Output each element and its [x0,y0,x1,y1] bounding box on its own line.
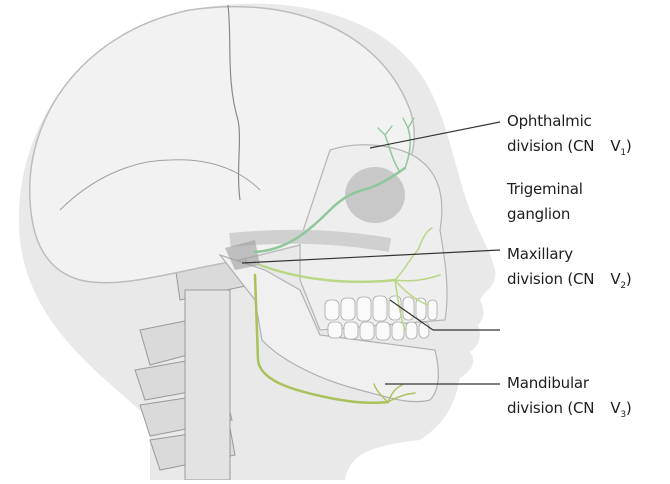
cervical-spine [134,254,251,481]
leader-line-maxillary-diag [389,299,434,331]
squamous-suture [59,159,261,211]
mandibular-nerve [253,273,416,405]
label-trigeminal-ganglion: Trigeminal ganglion [507,180,583,223]
leader-line-ganglion [241,249,501,264]
leader-line-ophthalmic [369,121,501,149]
maxillary-nerve [258,227,441,331]
leader-lines [241,121,501,385]
ophthalmic-nerve [253,117,415,254]
coronal-suture [227,4,241,201]
zygomatic-arch [229,229,392,252]
teeth [324,295,438,341]
orbit [345,167,405,223]
